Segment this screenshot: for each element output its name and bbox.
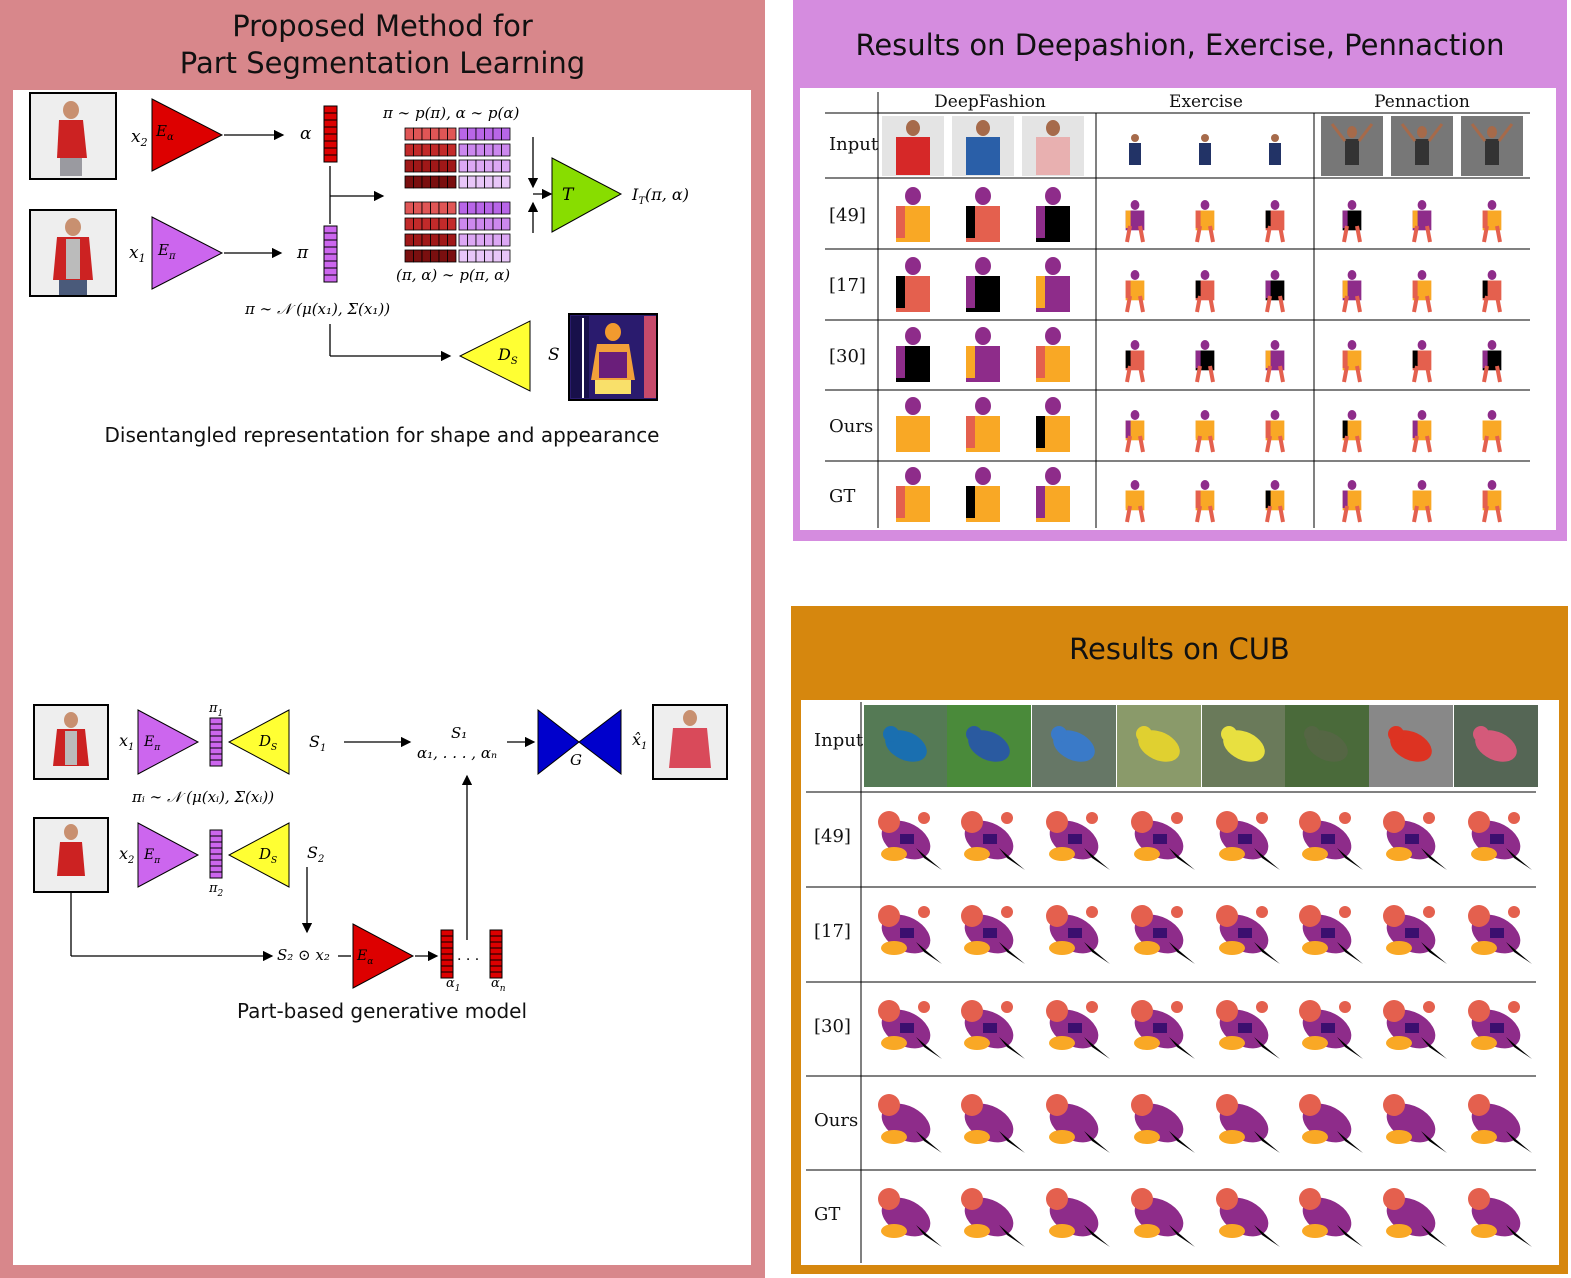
cub-row-dividers [806, 791, 1536, 1171]
masked-input-label: S₂ ⊙ x₂ [277, 946, 330, 964]
cub-row-17: [17] [814, 921, 851, 942]
cub-grid-svg [806, 702, 1538, 1263]
method-diagrams-svg: x2 Eα α x1 Eπ π [29, 92, 728, 994]
fashion-grid-svg [825, 92, 1530, 528]
decoder-ds-bottom-1: DS [227, 709, 290, 775]
cub-row-gt: GT [814, 1204, 841, 1225]
fashion-cells [882, 116, 1523, 523]
svg-text:T: T [562, 185, 575, 205]
generator-g: G [537, 708, 622, 776]
encoder-pi-bottom-1: Eπ [137, 709, 200, 775]
pi-i-distribution: πᵢ ∼ 𝒩 (μ(xᵢ), Σ(xᵢ)) [131, 788, 274, 806]
fashion-row-30: [30] [829, 346, 866, 367]
encoder-pi-bottom-2: Eπ [137, 822, 200, 888]
pi-vector [323, 225, 338, 283]
svg-text:Eπ: Eπ [143, 847, 161, 866]
fashion-results-title: Results on Deepashion, Exercise, Pennact… [855, 28, 1505, 62]
cub-cells [864, 705, 1538, 1247]
svg-text:G: G [570, 751, 582, 769]
joint-label: (π, α) ∼ p(π, α) [396, 266, 510, 284]
alpha-label: α [300, 124, 312, 144]
svg-text:DS: DS [497, 345, 518, 367]
svg-text:DS: DS [258, 845, 277, 866]
fashion-results-grid: DeepFashion Exercise Pennaction Input [4… [800, 88, 1556, 530]
alpha-dots: . . . [457, 948, 479, 964]
pi1-label: π1 [208, 701, 223, 719]
combined-s1: S₁ [451, 724, 467, 742]
pi1-vector [209, 717, 223, 767]
x2-label: x2 [131, 127, 148, 149]
cub-row-ours: Ours [814, 1110, 859, 1131]
fashion-row-17: [17] [829, 275, 866, 296]
svg-text:Eα: Eα [356, 948, 373, 967]
decoder-ds-bottom-2: DS [227, 822, 290, 888]
fashion-row-ours: Ours [829, 416, 874, 437]
cub-results-panel: Results on CUB Input [49] [17] [30] Ours… [791, 606, 1568, 1274]
combined-alphas: α₁, . . . , αₙ [417, 744, 497, 762]
alphan-vector [489, 929, 503, 979]
pi2-label: π2 [208, 881, 224, 899]
x2-label-bottom: x2 [119, 844, 134, 866]
x1-label-bottom: x1 [119, 731, 134, 753]
fashion-row-gt: GT [829, 486, 856, 507]
s2-label: S2 [307, 843, 324, 865]
pi-label: π [296, 243, 309, 263]
cub-results-title: Results on CUB [1069, 632, 1290, 666]
photo-x2-side [29, 92, 117, 180]
alpha1-vector [440, 929, 454, 979]
col-exercise: Exercise [1169, 92, 1243, 112]
prior-label: π ∼ p(π), α ∼ p(α) [382, 104, 519, 122]
s1-label: S1 [309, 732, 326, 754]
cub-row-30: [30] [814, 1016, 851, 1037]
svg-text:DS: DS [258, 732, 277, 753]
encoder-alpha-top: Eα [151, 98, 224, 172]
photo-x1-bottom [33, 704, 109, 780]
col-pennaction: Pennaction [1374, 92, 1470, 112]
method-panel: Proposed Method for Part Segmentation Le… [0, 0, 765, 1278]
caption-part-based: Part-based generative model [236, 999, 528, 1023]
transformer-t: T [551, 157, 623, 233]
col-deepfashion: DeepFashion [934, 92, 1046, 112]
svg-text:Eα: Eα [155, 122, 174, 143]
encoder-pi-top: Eπ [151, 216, 224, 290]
method-title-line2: Part Segmentation Learning [179, 46, 586, 80]
pi2-vector [209, 829, 223, 879]
photo-x1-front [29, 209, 117, 297]
alphan-label: αn [491, 976, 506, 994]
caption-disentangled: Disentangled representation for shape an… [104, 423, 660, 447]
it-label: IT(π, α) [631, 185, 689, 207]
svg-text:Eπ: Eπ [157, 241, 176, 262]
fashion-results-panel: Results on Deepashion, Exercise, Pennact… [793, 0, 1567, 541]
x1-label: x1 [129, 243, 146, 265]
fashion-row-dividers [825, 177, 1530, 462]
cub-row-49: [49] [814, 826, 851, 847]
decoder-ds-top: DS [458, 320, 531, 392]
fashion-row-49: [49] [829, 205, 866, 226]
method-title-line1: Proposed Method for [232, 9, 533, 43]
cub-row-input: Input [814, 730, 864, 751]
reconstruction-xhat1 [652, 704, 728, 780]
method-title: Proposed Method for Part Segmentation Le… [0, 8, 765, 82]
photo-x2-bottom [33, 817, 109, 893]
encoder-alpha-bottom: Eα [352, 923, 415, 989]
sampled-pairs-grid [404, 127, 511, 263]
cub-results-grid: Input [49] [17] [30] Ours GT [801, 700, 1559, 1265]
alpha-vector [323, 105, 338, 163]
svg-text:Eπ: Eπ [143, 734, 161, 753]
pi-distribution: π ∼ 𝒩 (μ(x₁), Σ(x₁)) [244, 300, 390, 318]
method-diagram-area: x2 Eα α x1 Eπ π [13, 90, 751, 1265]
alpha1-label: α1 [446, 976, 461, 994]
fashion-row-input: Input [829, 134, 879, 155]
xhat-label: x̂1 [632, 730, 647, 752]
s-label: S [548, 345, 560, 365]
segmentation-output-s [568, 313, 658, 401]
